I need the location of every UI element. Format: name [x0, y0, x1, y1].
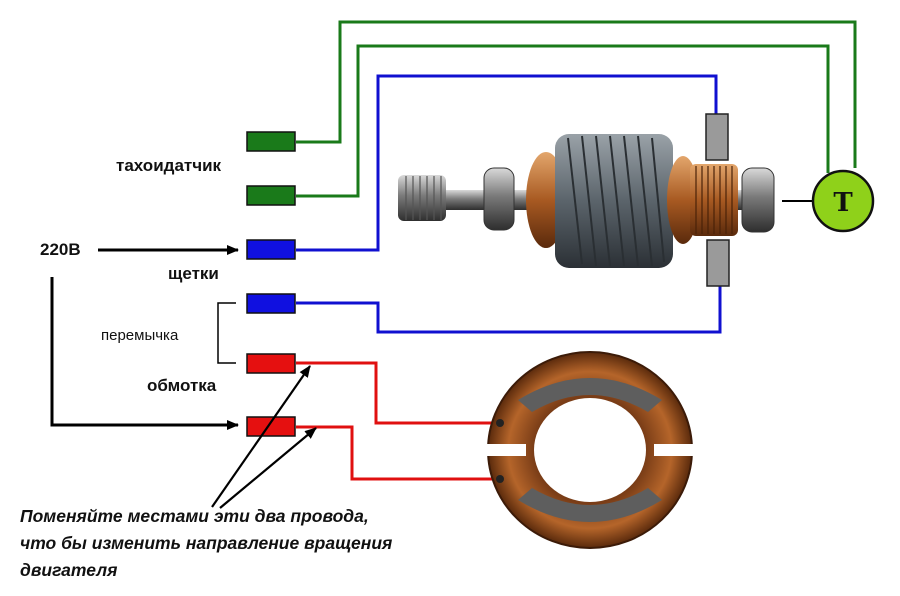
terminal-blocks [246, 131, 296, 437]
tacho-circle [811, 169, 875, 233]
brush-top [705, 113, 729, 161]
shaft-thread [398, 175, 446, 221]
tacho-wires [296, 20, 857, 198]
tacho-symbol: T [811, 169, 875, 233]
swap-arrow-top [211, 365, 311, 508]
bearing-right [741, 167, 775, 233]
tacho-wire-outer [296, 20, 857, 168]
stator-gap-left [486, 444, 526, 456]
stator-bore [534, 398, 646, 502]
label-jumper: перемычка [101, 327, 179, 344]
swap-arrows [211, 365, 317, 509]
stator-gap-right [654, 444, 694, 456]
jumper-bracket [217, 302, 236, 364]
label-tachogenerator: тахоидатчик [116, 156, 222, 175]
terminal-winding-2 [246, 416, 296, 437]
tacho-letter: T [833, 188, 853, 218]
brush-bottom [706, 239, 730, 287]
stator [486, 351, 694, 549]
supply-arrows [50, 245, 239, 430]
label-brushes: щетки [168, 264, 219, 283]
terminal-brush-1 [246, 239, 296, 260]
stator-terminal-top [496, 419, 504, 427]
stator-terminal-bottom [496, 475, 504, 483]
swap-arrow-bottom [219, 427, 317, 509]
terminal-brush-2 [246, 293, 296, 314]
note-line-1: Поменяйте местами эти два провода, [20, 506, 369, 526]
tacho-wire-inner [296, 44, 830, 198]
bearing-left [483, 167, 515, 231]
rotor-core [555, 134, 673, 268]
terminal-tacho-2 [246, 185, 296, 206]
stator-pole-top [518, 378, 662, 412]
rotor-armature [398, 113, 775, 287]
winding-wire-top [296, 361, 498, 425]
label-220v: 220В [40, 240, 81, 259]
swap-instruction-note: Поменяйте местами эти два провода, что б… [20, 503, 490, 584]
brush-wires [296, 74, 722, 334]
brush-wire-bottom [296, 286, 722, 334]
supply-arrow-bottom [50, 277, 239, 430]
winding-wires [296, 361, 498, 481]
winding-wire-bottom [296, 425, 498, 481]
note-line-3: двигателя [20, 560, 118, 580]
terminal-winding-1 [246, 353, 296, 374]
stator-pole-bottom [518, 488, 662, 522]
brush-wire-top [296, 74, 718, 252]
label-winding: обмотка [147, 376, 217, 395]
terminal-tacho-1 [246, 131, 296, 152]
note-line-2: что бы изменить направление вращения [20, 533, 393, 553]
